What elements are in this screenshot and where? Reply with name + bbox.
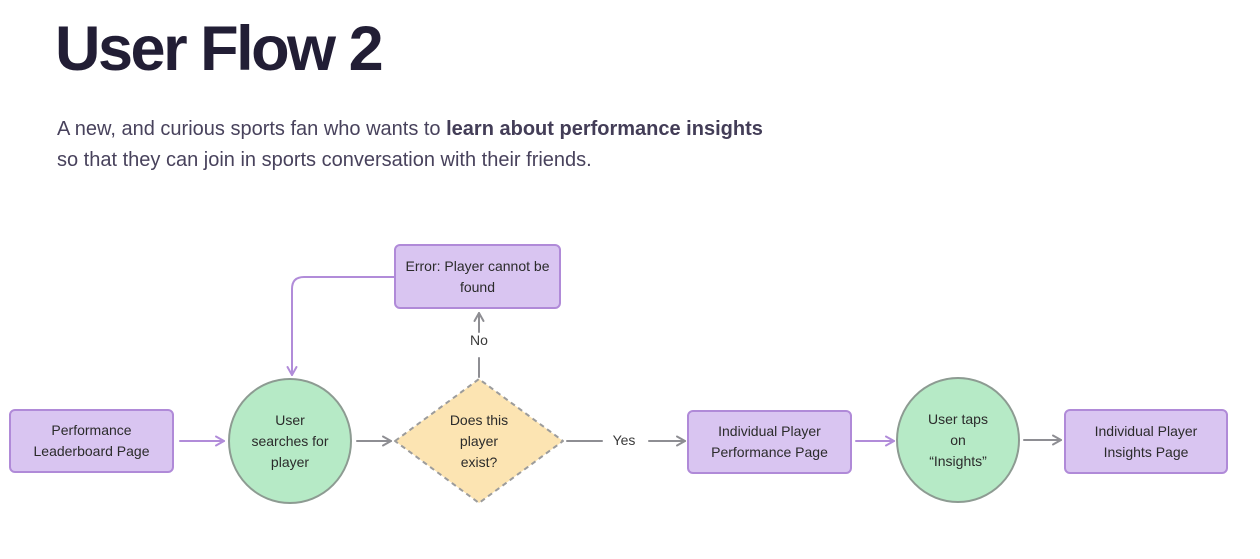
node-individual-performance-page-shape <box>687 410 852 474</box>
page-subtitle: A new, and curious sports fan who wants … <box>57 114 763 176</box>
page-title: User Flow 2 <box>55 14 384 84</box>
node-error-not-found-shape <box>394 244 561 309</box>
edge-error-to-search-loop <box>286 276 396 376</box>
subtitle-line1-text: A new, and curious sports fan who wants … <box>57 118 447 140</box>
node-performance-leaderboard-page-shape <box>9 409 174 473</box>
flowchart-canvas <box>9 244 1228 504</box>
subtitle-line2-text: so that they can join in sports conversa… <box>57 149 592 171</box>
node-user-taps-insights-shape <box>896 377 1020 503</box>
subtitle-line1-bold-text: learn about performance insights <box>446 118 763 140</box>
flowchart: Performance Leaderboard Page User search… <box>0 230 1260 559</box>
node-user-searches-shape <box>228 378 352 504</box>
node-player-exists-decision-shape <box>394 378 564 504</box>
node-individual-insights-page-shape <box>1064 409 1228 474</box>
